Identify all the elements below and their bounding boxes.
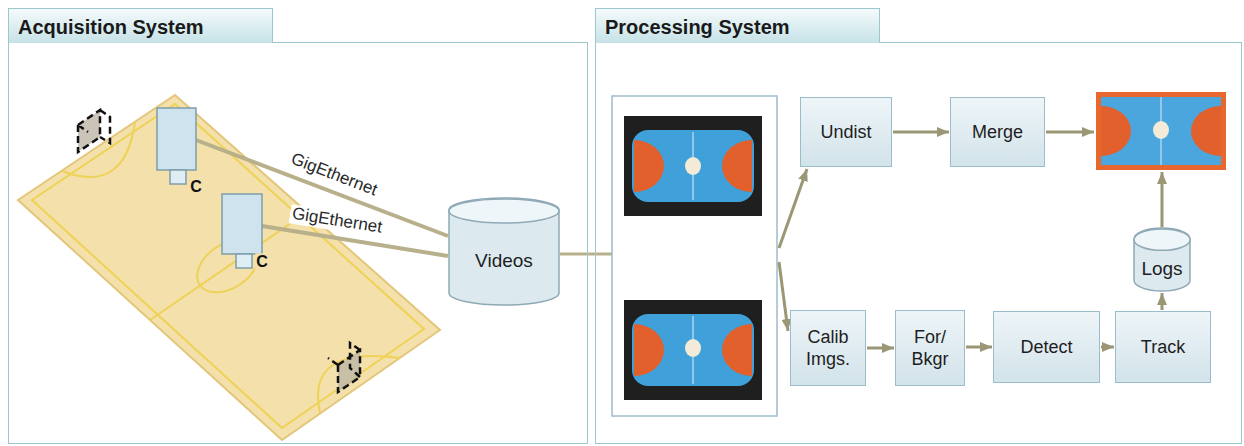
cylinder-body — [449, 198, 559, 305]
court-field — [632, 314, 754, 386]
panel-title: Processing System — [595, 8, 880, 43]
panel-title: Acquisition System — [8, 8, 273, 43]
node-label: Merge — [972, 121, 1023, 144]
flow-arrow — [1161, 172, 1164, 227]
process-box: Calib Imgs. — [790, 310, 866, 386]
flow-arrow — [1046, 131, 1094, 134]
camera-frame — [624, 300, 762, 400]
players-blob — [685, 157, 701, 175]
court-end — [634, 324, 664, 376]
node-label: For/ Bkgr — [900, 326, 960, 371]
players-blob — [1153, 121, 1169, 139]
goal-frame — [328, 343, 360, 392]
flow-arrow — [867, 347, 894, 350]
camera-lens — [170, 170, 186, 184]
flow-arrow — [779, 169, 807, 248]
link-label: GigEthernet — [286, 149, 381, 200]
cylinder-top — [1134, 229, 1190, 250]
process-box: Merge — [950, 97, 1045, 167]
players-blob — [685, 339, 701, 357]
camera-body — [157, 108, 196, 170]
video-link — [560, 253, 612, 256]
cylinder-body — [1134, 228, 1190, 291]
camera-letter: C — [255, 253, 269, 271]
camera-letter: C — [189, 178, 203, 196]
court-end — [722, 324, 752, 376]
system-panel: VideosAcquisition System — [8, 42, 588, 444]
court-field — [632, 130, 754, 202]
court-end — [1191, 106, 1221, 156]
process-box: Track — [1115, 311, 1211, 383]
cylinder-top — [449, 199, 559, 223]
node-label: Undist — [820, 121, 871, 144]
goal-frame — [78, 110, 110, 152]
flow-arrow — [779, 262, 788, 331]
camera-lens — [236, 254, 252, 268]
camera-body — [222, 194, 262, 254]
flow-arrow — [1161, 293, 1164, 310]
frame-background — [1096, 92, 1226, 170]
merged-frame — [1096, 92, 1226, 170]
cameras — [157, 108, 262, 268]
flow-arrow — [893, 131, 949, 134]
court-end — [722, 140, 752, 192]
process-box: Detect — [993, 311, 1100, 383]
court-field — [1101, 97, 1221, 165]
storage-cylinder: Videos — [448, 198, 560, 306]
camera-frame — [624, 116, 762, 216]
node-label: Videos — [475, 249, 533, 273]
court-end — [634, 140, 664, 192]
process-box: For/ Bkgr — [895, 310, 965, 386]
node-label: Calib Imgs. — [795, 326, 861, 371]
node-label: Track — [1141, 336, 1185, 359]
system-panel: Undist MergeCalib Imgs. For/ Bkgr Detect Tra… — [595, 42, 1242, 444]
court-floor — [18, 95, 440, 440]
link-label: GigEthernet — [289, 204, 385, 237]
frame-background — [624, 300, 762, 400]
node-label: Detect — [1020, 336, 1072, 359]
flow-arrow — [966, 346, 992, 349]
node-label: Logs — [1141, 257, 1182, 281]
frame-holder — [612, 96, 777, 416]
court-illustration — [18, 95, 440, 440]
court-end — [1101, 106, 1131, 156]
frame-background — [624, 116, 762, 216]
storage-cylinder: Logs — [1133, 228, 1191, 292]
process-box: Undist — [800, 97, 892, 167]
frames-panel — [612, 96, 777, 416]
flow-arrow — [1101, 346, 1114, 349]
